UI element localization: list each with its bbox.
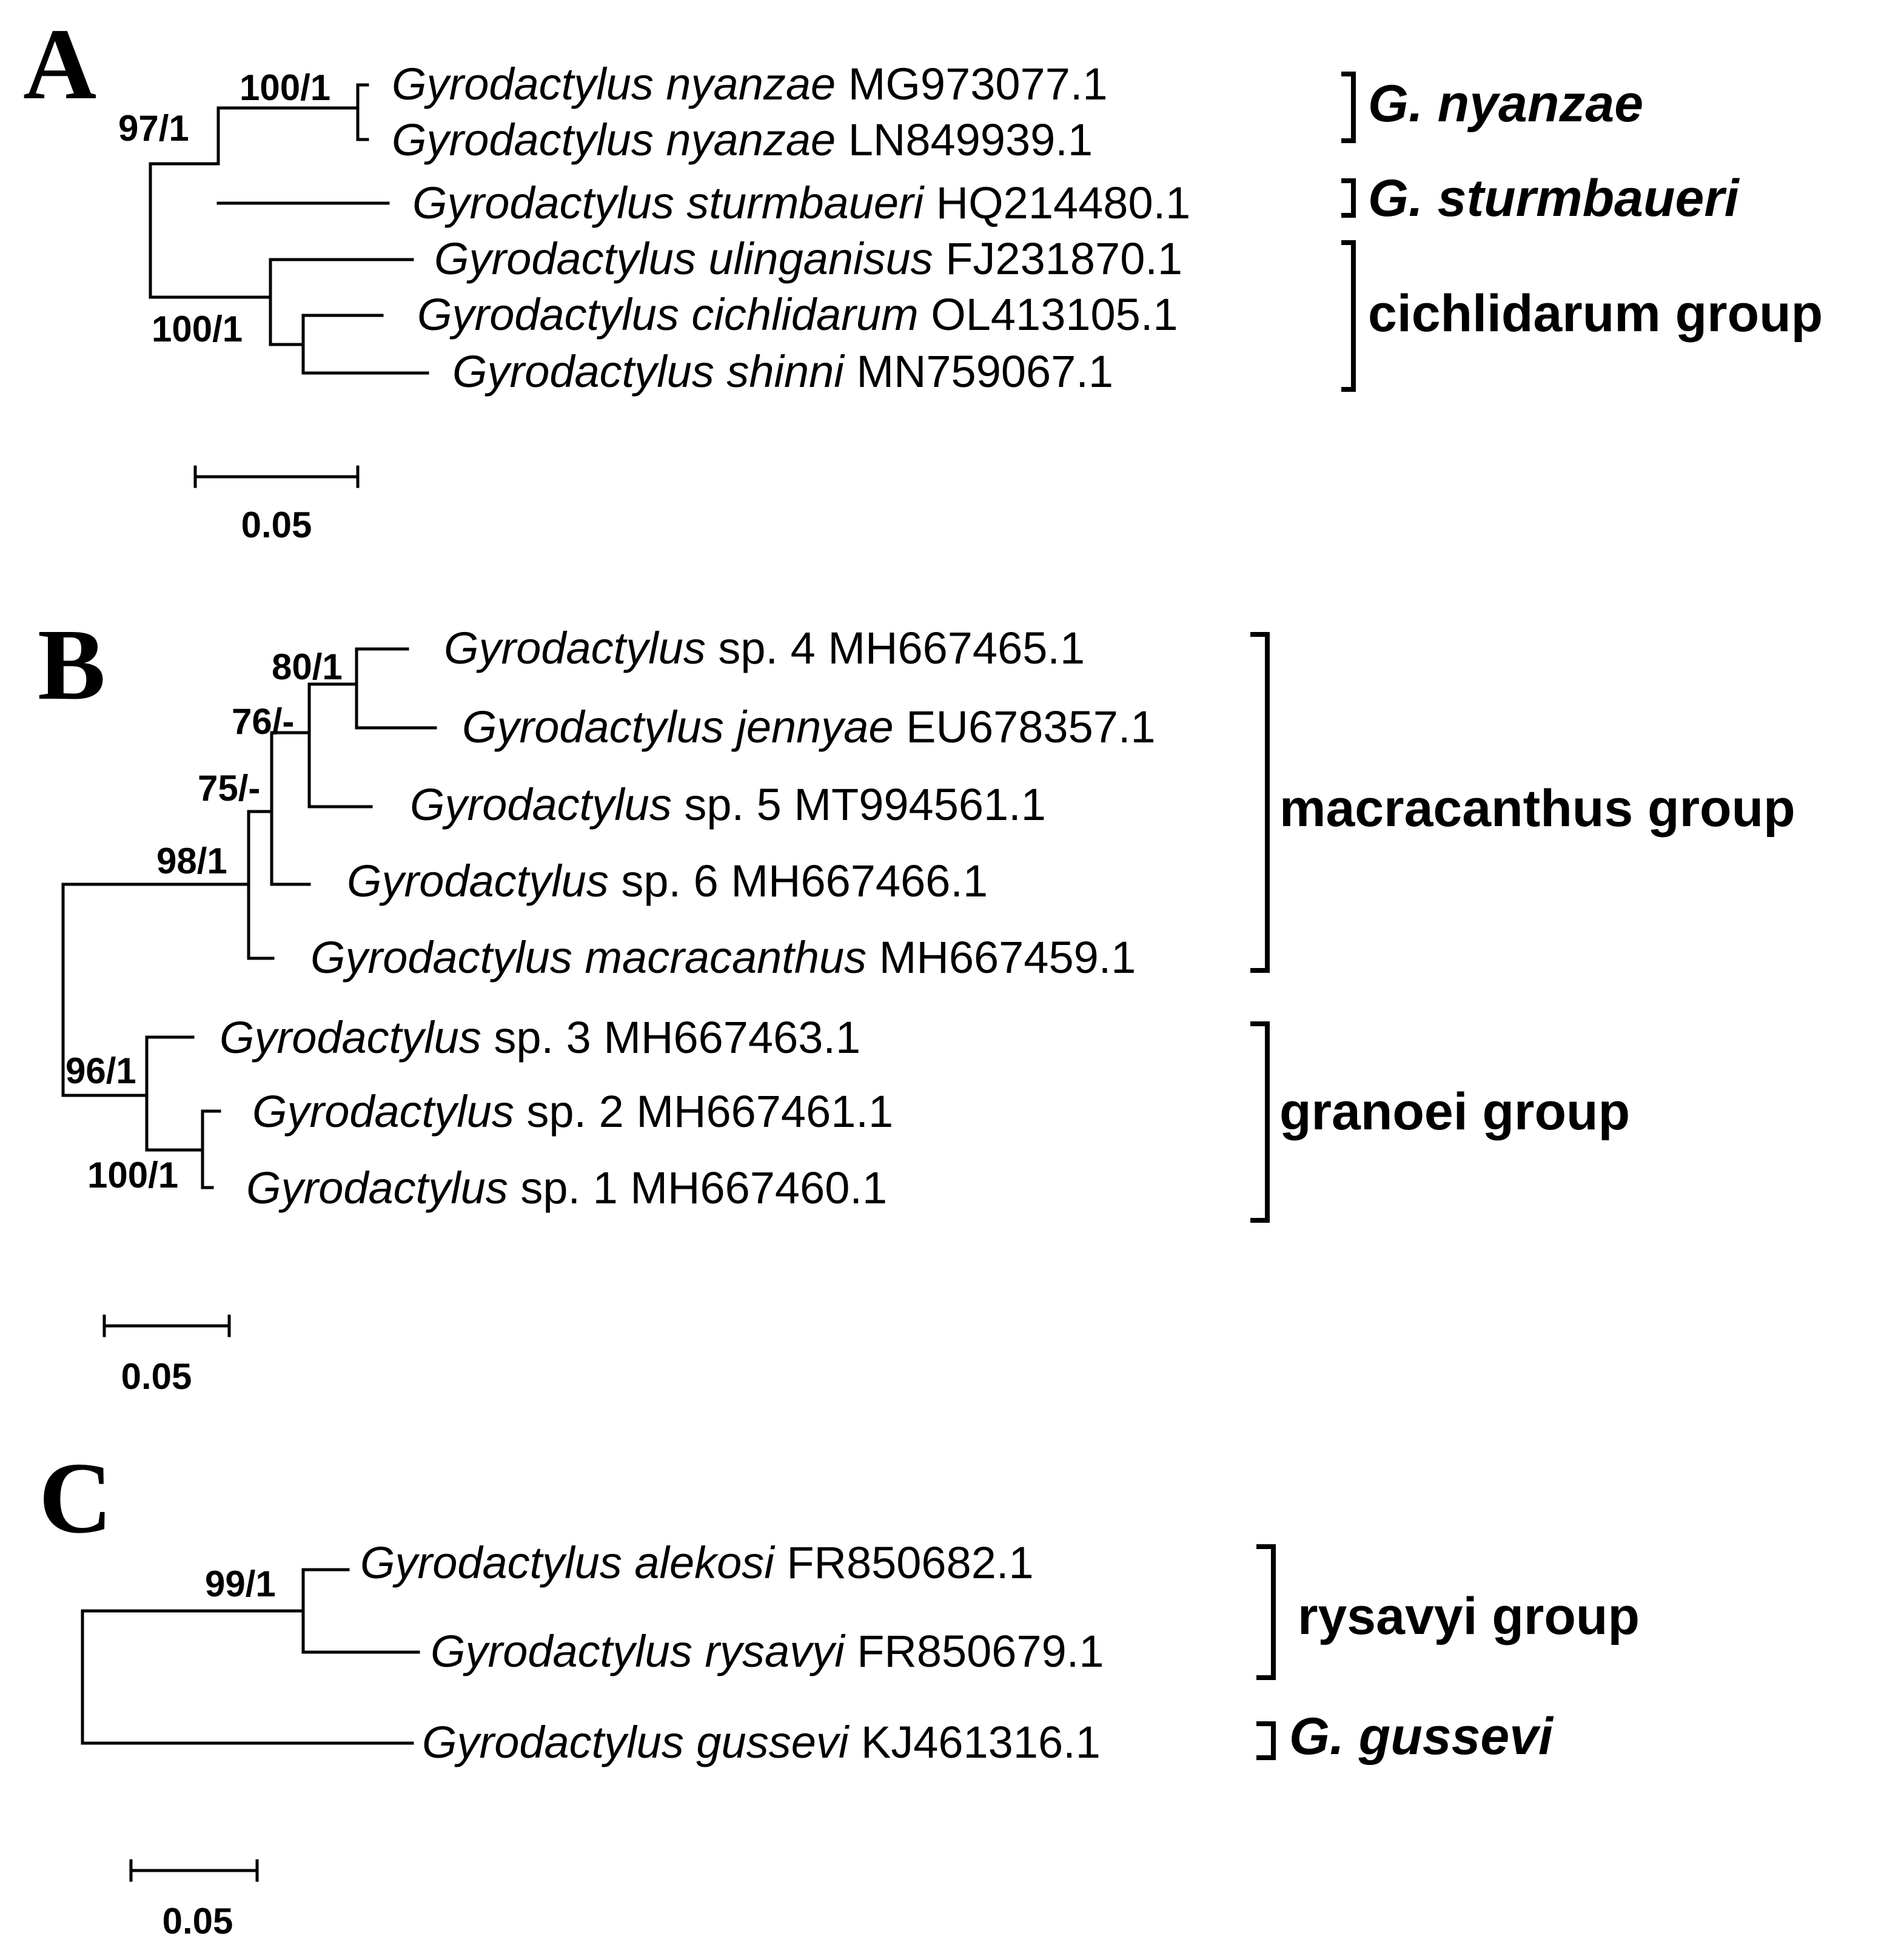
support-value: 75/-: [198, 768, 260, 808]
scale-bar: [129, 1859, 259, 1882]
branch: [149, 258, 429, 375]
tip-label: Gyrodactylus sturmbaueri HQ214480.1: [412, 178, 1190, 228]
panel-a: A 100/1 97/1 100/1 Gyrodactylus nyanzae …: [23, 8, 1823, 545]
group-bracket: [1256, 1721, 1276, 1760]
support-value: 97/1: [118, 108, 189, 149]
group-label: rysavyi group: [1298, 1587, 1640, 1645]
group-bracket: [1250, 1021, 1270, 1223]
branch: [145, 1035, 221, 1189]
scale-bar-label: 0.05: [241, 505, 312, 545]
group-label: granoei group: [1279, 1083, 1630, 1141]
tip-label: Gyrodactylus nyanzae LN849939.1: [392, 115, 1093, 165]
branch: [149, 83, 390, 261]
support-value: 80/1: [272, 647, 343, 687]
support-value: 98/1: [156, 841, 227, 881]
tip-label: Gyrodactylus jennyae EU678357.1: [462, 702, 1156, 752]
tip-label: Gyrodactylus macracanthus MH667459.1: [310, 932, 1136, 983]
support-value: 99/1: [205, 1564, 276, 1604]
panel-letter-c: C: [39, 1442, 112, 1555]
scale-bar: [102, 1314, 231, 1337]
scale-bar: [193, 465, 360, 488]
support-value: 76/-: [232, 701, 294, 742]
support-value: 100/1: [240, 67, 330, 108]
branch: [247, 647, 437, 960]
group-label: G. sturmbaueri: [1368, 169, 1740, 227]
tip-label: Gyrodactylus sp. 6 MH667466.1: [347, 856, 988, 906]
tree-b: [61, 647, 437, 1189]
group-label: G. gussevi: [1289, 1707, 1554, 1766]
branch: [61, 882, 250, 1097]
group-label: G. nyanzae: [1368, 75, 1643, 133]
group-bracket: [1341, 72, 1356, 143]
tree-a: [149, 83, 429, 375]
panel-letter-a: A: [23, 8, 96, 121]
panel-c: C 99/1 Gyrodactylus alekosi FR850682.1 G…: [39, 1442, 1640, 1941]
tip-label: Gyrodactylus shinni MN759067.1: [452, 346, 1113, 397]
group-bracket: [1256, 1544, 1276, 1680]
group-label: cichlidarum group: [1368, 284, 1823, 343]
group-bracket: [1250, 632, 1270, 973]
tree-c: [81, 1568, 420, 1745]
branch: [81, 1568, 420, 1745]
support-value: 100/1: [87, 1155, 178, 1195]
group-label: macracanthus group: [1279, 779, 1795, 838]
tip-label: Gyrodactylus rysavyi FR850679.1: [431, 1626, 1104, 1676]
support-value: 100/1: [152, 309, 243, 349]
tip-label: Gyrodactylus nyanzae MG973077.1: [392, 59, 1108, 109]
tip-label: Gyrodactylus ulinganisus FJ231870.1: [434, 234, 1182, 284]
tip-label: Gyrodactylus alekosi FR850682.1: [360, 1538, 1034, 1588]
scale-bar-label: 0.05: [121, 1356, 192, 1397]
tip-label: Gyrodactylus cichlidarum OL413105.1: [417, 289, 1178, 340]
tip-label: Gyrodactylus sp. 5 MT994561.1: [410, 779, 1046, 830]
support-value: 96/1: [65, 1050, 136, 1091]
scale-bar-label: 0.05: [163, 1901, 233, 1941]
tip-label: Gyrodactylus sp. 2 MH667461.1: [252, 1086, 893, 1137]
tip-label: Gyrodactylus sp. 4 MH667465.1: [444, 623, 1085, 673]
tip-label: Gyrodactylus sp. 3 MH667463.1: [220, 1012, 860, 1063]
panel-b: B 80/1 76/- 75/- 98/1 96/1 100/1 Gyrodac…: [38, 608, 1795, 1397]
tip-label: Gyrodactylus gussevi KJ461316.1: [422, 1717, 1101, 1767]
group-bracket: [1341, 178, 1356, 218]
panel-letter-b: B: [38, 608, 106, 721]
group-bracket: [1341, 240, 1356, 392]
tip-label: Gyrodactylus sp. 1 MH667460.1: [246, 1163, 887, 1213]
